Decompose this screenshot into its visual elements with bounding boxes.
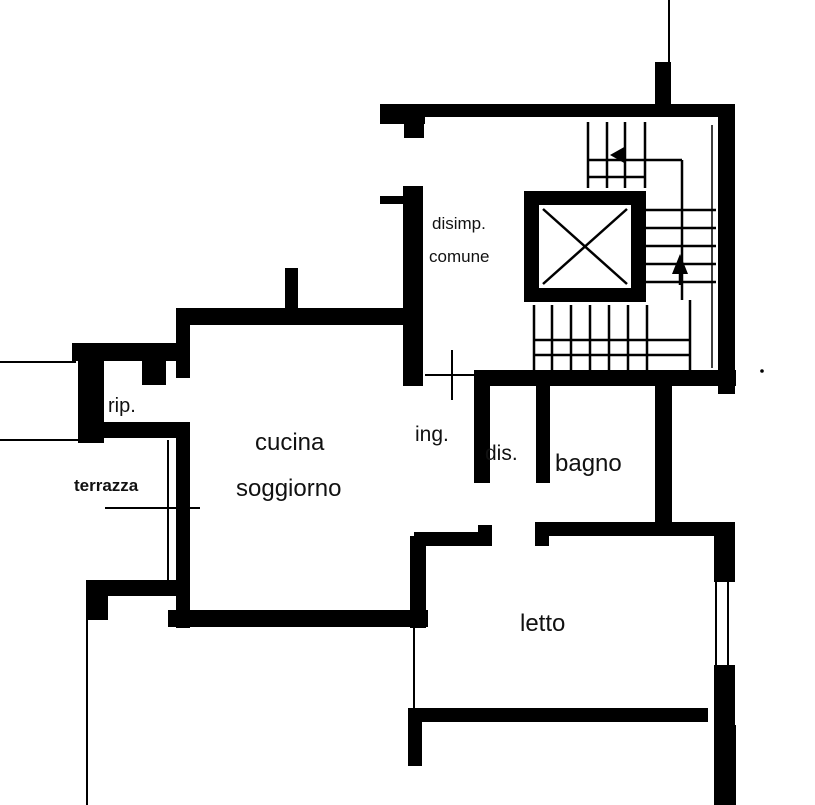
wall-disimp-left <box>403 186 423 386</box>
elevator-shaft-icon <box>524 191 646 302</box>
wall-disimp-left-stub <box>380 196 405 204</box>
up-arrow-icon <box>610 146 688 285</box>
wall-rip-bottom <box>100 422 190 438</box>
wall-living-bottom <box>168 610 428 627</box>
wall-stair-top <box>385 104 735 117</box>
staircase-icon <box>532 122 728 370</box>
label-terrazza: terrazza <box>74 476 139 495</box>
wall-letto-right-upper <box>714 522 735 582</box>
wall-letto-top-right <box>535 522 735 536</box>
label-comune: comune <box>429 247 489 266</box>
room-labels: disimp. comune rip. cucina soggiorno ing… <box>74 214 622 637</box>
label-disimp: disimp. <box>432 214 486 233</box>
terrace-walls <box>72 343 200 620</box>
wall-living-top-stub <box>285 268 298 312</box>
wall-rip-right-stub <box>142 343 166 385</box>
bedroom-walls <box>408 522 735 805</box>
wall-letto-bottom <box>408 708 708 722</box>
label-soggiorno: soggiorno <box>236 475 341 502</box>
label-rip: rip. <box>108 395 136 417</box>
label-cucina: cucina <box>255 429 325 456</box>
label-ing: ing. <box>415 423 449 446</box>
label-letto: letto <box>520 610 565 637</box>
living-walls <box>168 268 428 628</box>
wall-terrace-bottom-left <box>86 580 108 620</box>
wall-letto-right-lower <box>714 665 735 805</box>
wall-letto-top-left <box>414 532 492 546</box>
label-dis: dis. <box>485 442 518 465</box>
site-dot <box>760 369 764 373</box>
wall-stair-corner-down <box>404 104 424 138</box>
entry-walls <box>425 350 672 533</box>
wall-dis-left <box>474 375 490 483</box>
wall-terrace-bottom <box>86 580 186 596</box>
wall-bagno-right <box>655 383 672 533</box>
wall-stair-top-stub <box>655 62 671 117</box>
label-bagno: bagno <box>555 450 622 477</box>
wall-living-top <box>176 308 416 325</box>
wall-letto-bottom-left <box>408 708 422 766</box>
wall-living-right <box>410 536 426 628</box>
wall-rip-left <box>78 343 104 443</box>
wall-dis-right <box>536 383 550 483</box>
wall-stair-bottom <box>474 370 736 386</box>
